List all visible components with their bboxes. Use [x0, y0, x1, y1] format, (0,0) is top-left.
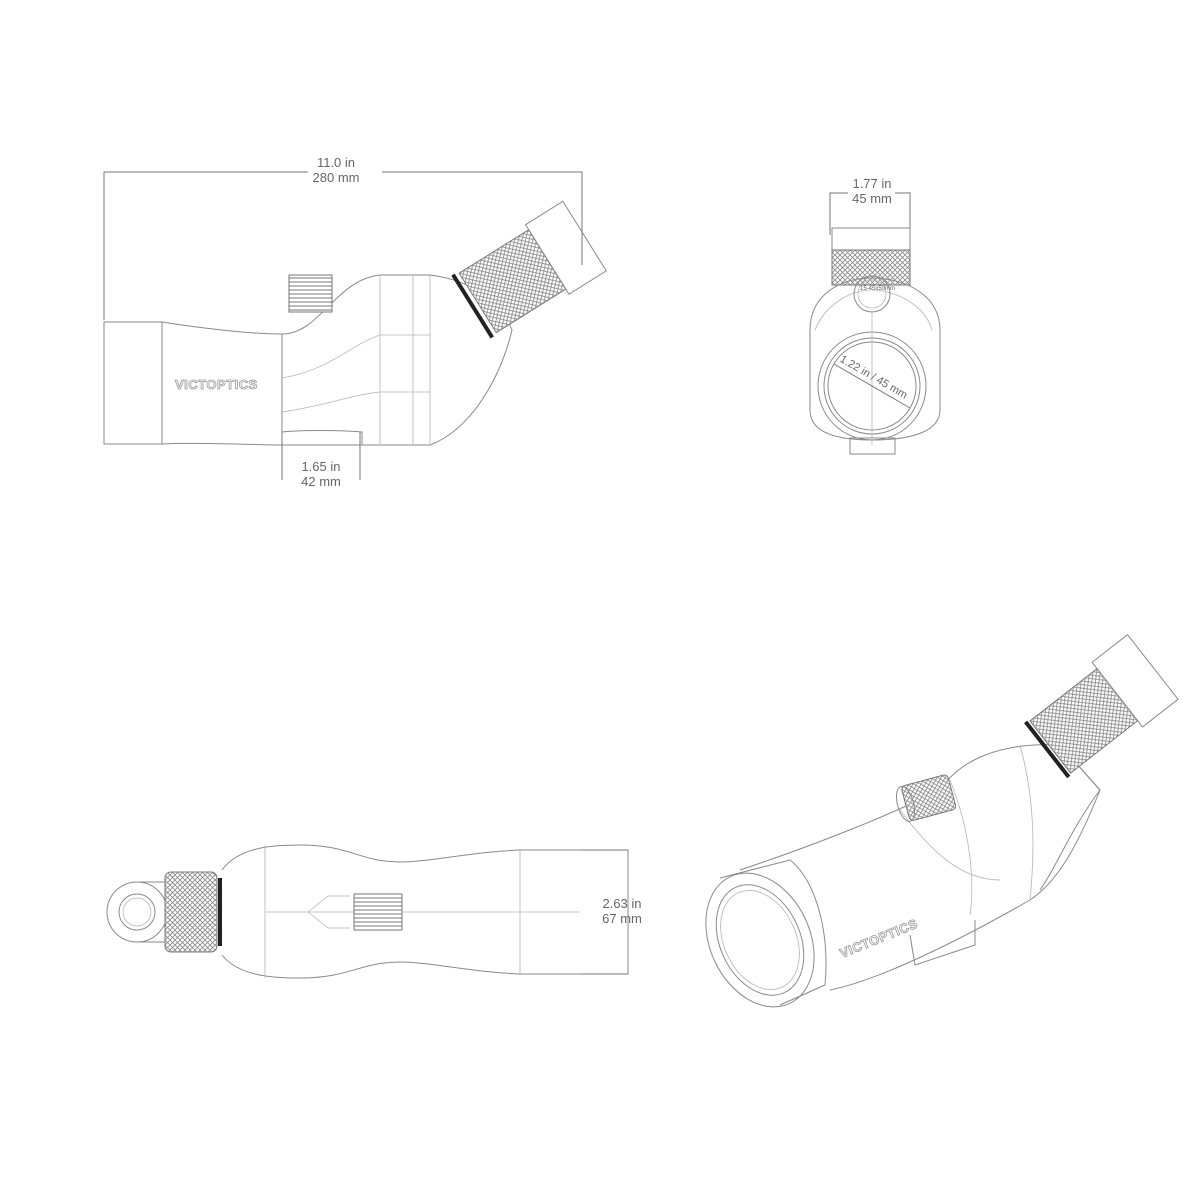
length-dimension: 11.0 in 280 mm	[103, 155, 583, 320]
mount-in-label: 1.65 in	[301, 459, 340, 474]
eyepiece-dimension: 1.77 in 45 mm	[829, 176, 911, 235]
diameter-dimension: 2.63 in 67 mm	[580, 849, 642, 975]
top-view: 2.63 in 67 mm	[106, 844, 642, 979]
mount-mm-label: 42 mm	[301, 474, 341, 489]
eyepiece-side	[451, 200, 607, 339]
brand-logo-perspective: VICTOPTICS	[838, 916, 920, 961]
brand-logo: VICTOPTICS	[175, 377, 258, 392]
perspective-view: VICTOPTICS	[705, 633, 1179, 1008]
side-view: 11.0 in 280 mm VICTOPTICS 1.65 in 42 mm	[103, 155, 607, 489]
length-mm-label: 280 mm	[313, 170, 360, 185]
scope-body-side: VICTOPTICS	[103, 274, 513, 446]
diameter-mm-label: 67 mm	[602, 911, 642, 926]
objective-label: 1.22 in / 45 mm	[838, 353, 910, 401]
mount-dimension: 1.65 in 42 mm	[281, 432, 361, 489]
front-view: 1.77 in 45 mm 15-45x50mm 1.22 in / 45 mm	[809, 176, 941, 455]
length-in-label: 11.0 in	[317, 155, 355, 170]
diameter-in-label: 2.63 in	[602, 896, 641, 911]
focus-marking: 15-45x50mm	[860, 286, 895, 292]
eyepiece-in-label: 1.77 in	[852, 176, 891, 191]
eyepiece-mm-label: 45 mm	[852, 191, 892, 206]
